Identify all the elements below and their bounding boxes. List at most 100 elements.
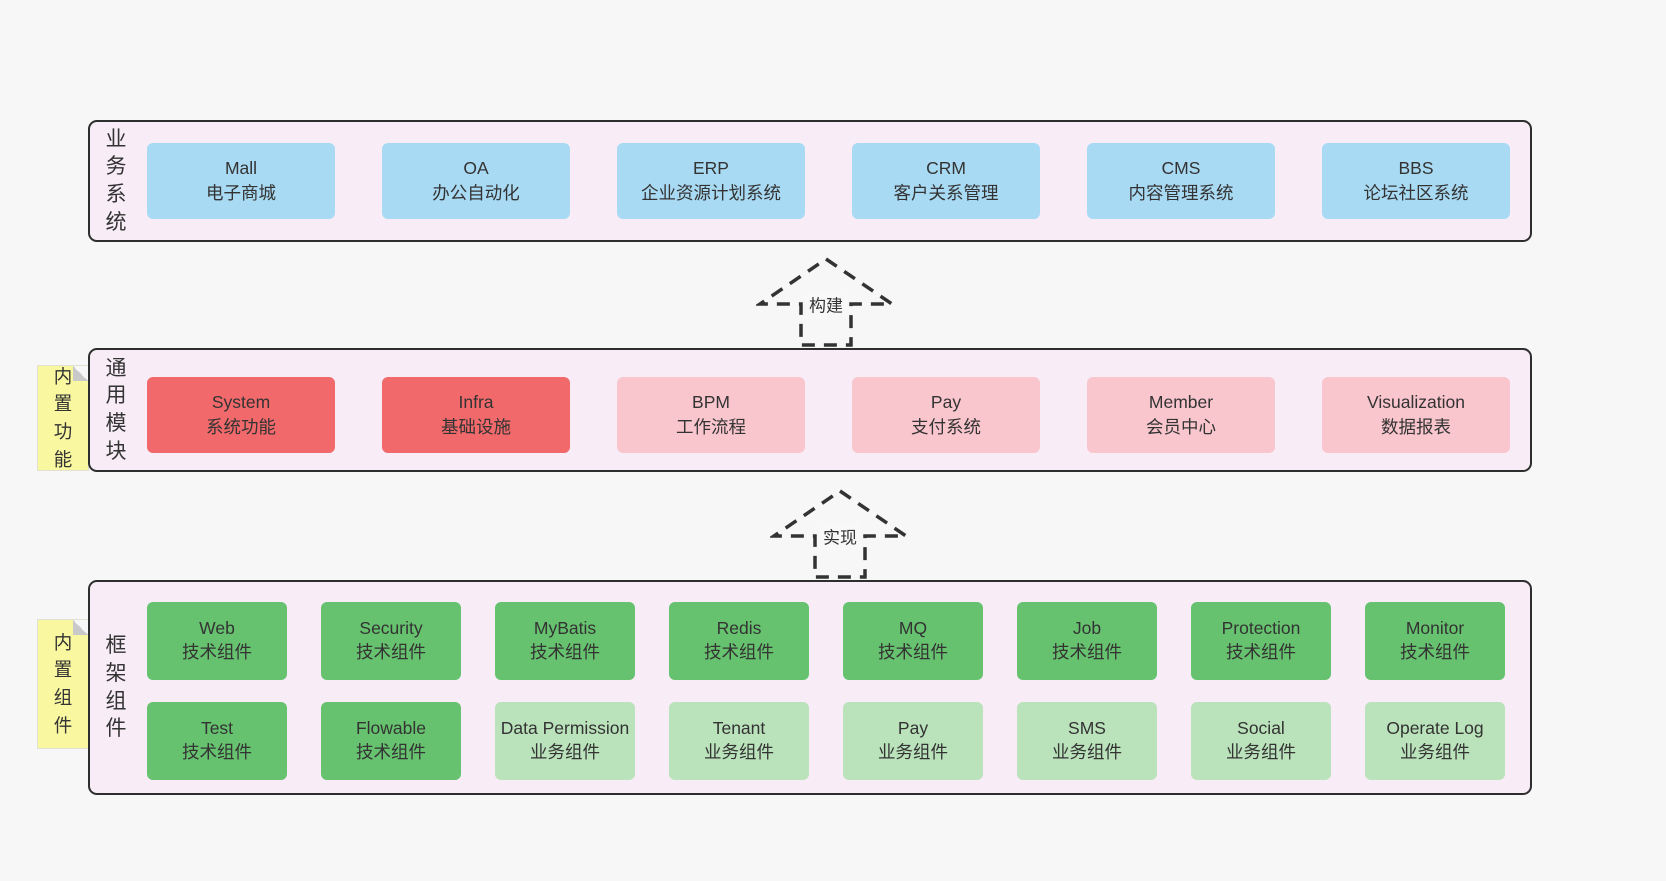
box-subtitle: 电子商城 [206, 183, 276, 203]
build-arrow-label: 构建 [805, 290, 847, 318]
box-erp: ERP 企业资源计划系统 [617, 143, 805, 219]
component-boxes-row2: Test 技术组件 Flowable 技术组件 Data Permission … [147, 702, 1505, 780]
up-block-arrow-icon [756, 256, 896, 347]
box-subtitle: 技术组件 [1052, 642, 1122, 662]
box-title: Pay [897, 718, 929, 739]
box-title: Monitor [1405, 618, 1465, 639]
box-title: CRM [926, 158, 966, 179]
box-title: Job [1072, 618, 1102, 639]
box-subtitle: 办公自动化 [432, 183, 520, 203]
box-title: SMS [1068, 718, 1106, 739]
component-boxes-row1: Web 技术组件 Security 技术组件 MyBatis 技术组件 Redi… [147, 602, 1505, 680]
box-title: Pay [930, 392, 962, 413]
build-arrow: 构建 [756, 256, 896, 348]
box-title: BBS [1398, 158, 1434, 179]
business-boxes-row: Mall 电子商城 OA 办公自动化 ERP 企业资源计划系统 CRM 客户关系… [147, 143, 1510, 219]
box-cms: CMS 内容管理系统 [1087, 143, 1275, 219]
box-oa: OA 办公自动化 [382, 143, 570, 219]
box-test: Test 技术组件 [147, 702, 287, 780]
box-subtitle: 会员中心 [1146, 417, 1216, 437]
box-subtitle: 数据报表 [1381, 417, 1451, 437]
box-title: Member [1148, 392, 1214, 413]
box-crm: CRM 客户关系管理 [852, 143, 1040, 219]
layer-label-framework-components: 框架组件 [105, 634, 127, 741]
box-title: Infra [458, 392, 494, 413]
box-title: Security [359, 618, 423, 639]
box-title: Web [199, 618, 235, 639]
box-subtitle: 系统功能 [206, 417, 276, 437]
box-mall: Mall 电子商城 [147, 143, 335, 219]
box-mq: MQ 技术组件 [843, 602, 983, 680]
box-title: Data Permission [500, 718, 630, 739]
box-operate-log: Operate Log 业务组件 [1365, 702, 1505, 780]
sticky-note-label: 内置组件 [53, 631, 73, 736]
module-boxes-row: System 系统功能 Infra 基础设施 BPM 工作流程 Pay 支付系统… [147, 377, 1510, 453]
box-subtitle: 技术组件 [1226, 642, 1296, 662]
box-title: BPM [692, 392, 730, 413]
box-subtitle: 工作流程 [676, 417, 746, 437]
sticky-note-built-in-features: 内置功能 [38, 366, 88, 470]
layer-label-business-systems: 业务系统 [105, 127, 127, 234]
layer-label-common-modules: 通用模块 [105, 356, 127, 463]
up-block-arrow-icon [770, 488, 910, 579]
box-title: Mall [224, 158, 258, 179]
box-visualization: Visualization 数据报表 [1322, 377, 1510, 453]
box-title: Visualization [1367, 392, 1465, 413]
box-subtitle: 论坛社区系统 [1363, 183, 1469, 203]
box-subtitle: 客户关系管理 [893, 183, 999, 203]
box-security: Security 技术组件 [321, 602, 461, 680]
box-subtitle: 技术组件 [182, 742, 252, 762]
box-title: Flowable [355, 718, 427, 739]
box-subtitle: 业务组件 [704, 742, 774, 762]
box-job: Job 技术组件 [1017, 602, 1157, 680]
box-protection: Protection 技术组件 [1191, 602, 1331, 680]
layer-business-systems: 业务系统 Mall 电子商城 OA 办公自动化 ERP 企业资源计划系统 CRM… [88, 120, 1532, 242]
box-social: Social 业务组件 [1191, 702, 1331, 780]
box-title: Redis [716, 618, 762, 639]
box-title: Test [200, 718, 234, 739]
box-web: Web 技术组件 [147, 602, 287, 680]
box-title: System [211, 392, 271, 413]
box-infra: Infra 基础设施 [382, 377, 570, 453]
box-subtitle: 基础设施 [441, 417, 511, 437]
box-subtitle: 技术组件 [356, 642, 426, 662]
box-title: MQ [898, 618, 928, 639]
box-title: MyBatis [533, 618, 597, 639]
box-subtitle: 技术组件 [356, 742, 426, 762]
box-pay-component: Pay 业务组件 [843, 702, 983, 780]
box-flowable: Flowable 技术组件 [321, 702, 461, 780]
box-subtitle: 业务组件 [530, 742, 600, 762]
box-subtitle: 内容管理系统 [1128, 183, 1234, 203]
box-subtitle: 技术组件 [530, 642, 600, 662]
implement-arrow: 实现 [770, 488, 910, 580]
box-system: System 系统功能 [147, 377, 335, 453]
box-mybatis: MyBatis 技术组件 [495, 602, 635, 680]
box-subtitle: 技术组件 [704, 642, 774, 662]
box-subtitle: 业务组件 [878, 742, 948, 762]
box-title: CMS [1161, 158, 1201, 179]
box-title: Tenant [712, 718, 766, 739]
box-data-permission: Data Permission 业务组件 [495, 702, 635, 780]
sticky-note-label: 内置功能 [53, 365, 73, 470]
box-subtitle: 企业资源计划系统 [641, 183, 781, 203]
box-sms: SMS 业务组件 [1017, 702, 1157, 780]
box-monitor: Monitor 技术组件 [1365, 602, 1505, 680]
box-pay-module: Pay 支付系统 [852, 377, 1040, 453]
box-subtitle: 业务组件 [1400, 742, 1470, 762]
box-redis: Redis 技术组件 [669, 602, 809, 680]
sticky-note-built-in-components: 内置组件 [38, 620, 88, 748]
box-subtitle: 业务组件 [1226, 742, 1296, 762]
box-subtitle: 技术组件 [878, 642, 948, 662]
layer-common-modules: 通用模块 System 系统功能 Infra 基础设施 BPM 工作流程 Pay… [88, 348, 1532, 472]
box-bpm: BPM 工作流程 [617, 377, 805, 453]
box-subtitle: 技术组件 [182, 642, 252, 662]
box-bbs: BBS 论坛社区系统 [1322, 143, 1510, 219]
implement-arrow-label: 实现 [819, 522, 861, 550]
box-subtitle: 技术组件 [1400, 642, 1470, 662]
box-tenant: Tenant 业务组件 [669, 702, 809, 780]
layer-framework-components: 框架组件 Web 技术组件 Security 技术组件 MyBatis 技术组件… [88, 580, 1532, 795]
box-title: Social [1237, 718, 1285, 739]
box-title: OA [463, 158, 489, 179]
box-title: ERP [693, 158, 729, 179]
box-title: Operate Log [1386, 718, 1484, 739]
